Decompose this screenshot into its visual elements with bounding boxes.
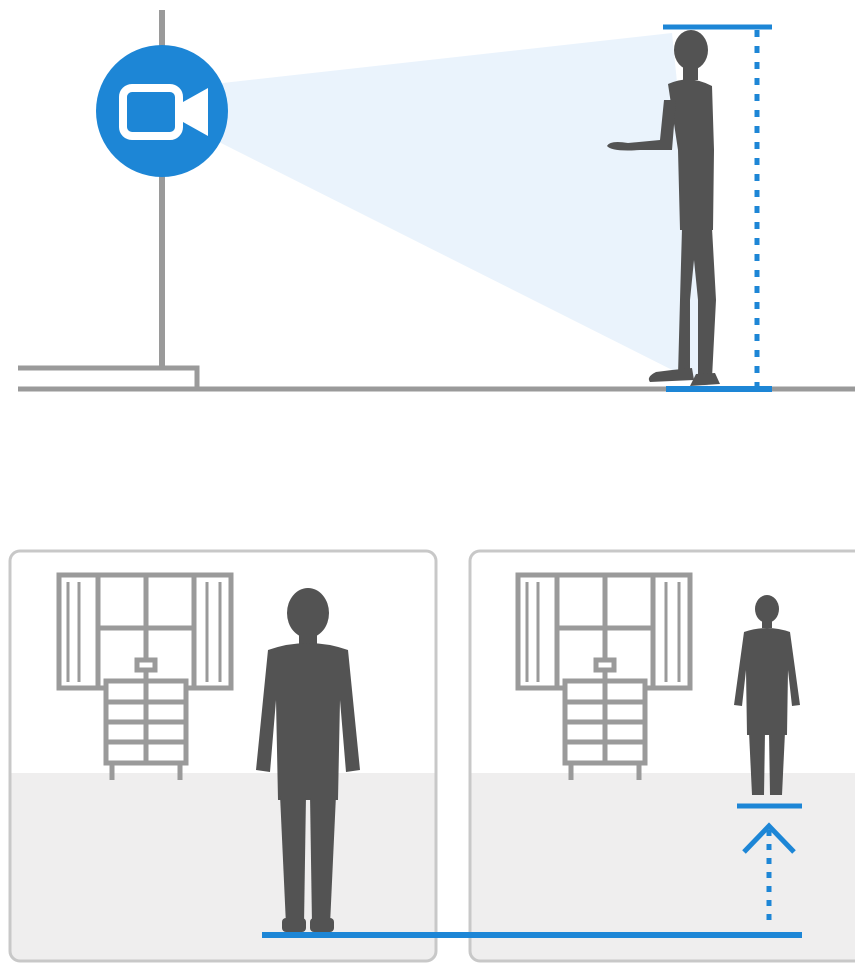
video-camera-icon	[96, 45, 228, 177]
panel-near	[10, 551, 436, 963]
field-of-view-cone	[205, 33, 708, 388]
side-view-scene	[18, 10, 855, 389]
pole-base	[18, 368, 197, 388]
panel-far	[470, 551, 855, 963]
